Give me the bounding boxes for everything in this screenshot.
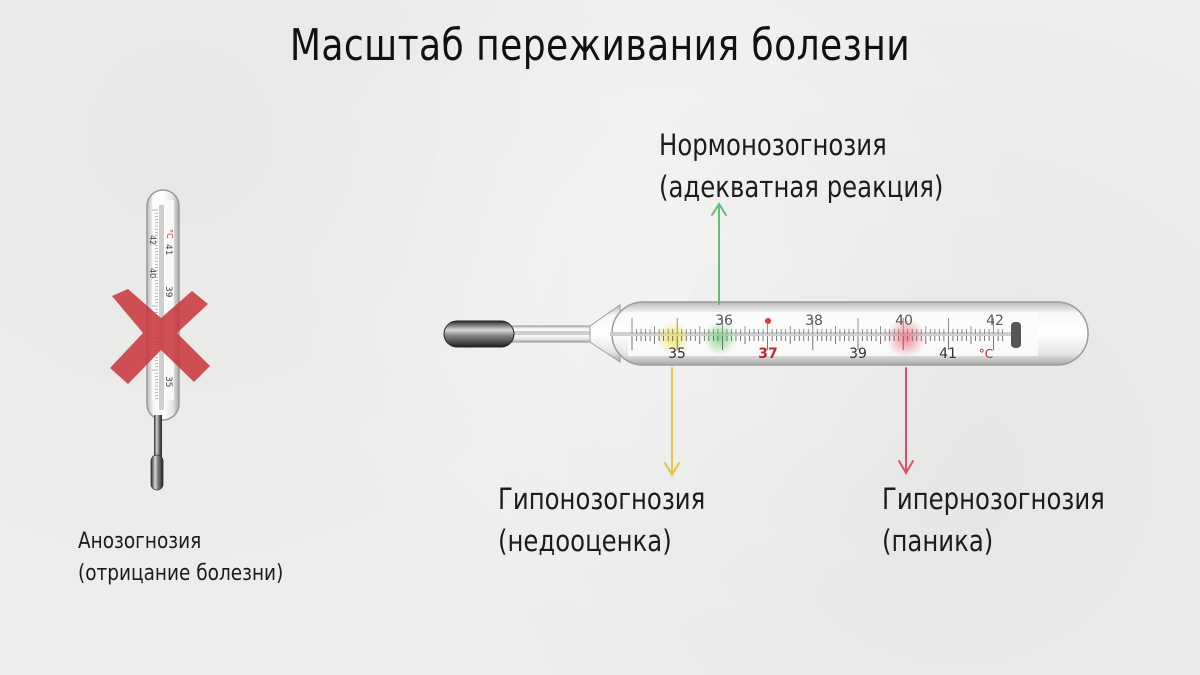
glow-green [703,321,737,355]
label-hypernosognosia-desc: (паника) [882,524,994,558]
label-hyponosognosia: Гипонозогнозия (недооценка) [498,478,705,562]
scale-num-37: 37 [758,346,777,362]
label-normonosognosia-desc: (адекватная реакция) [659,170,944,204]
arrow-normal [711,202,727,305]
page-title: Масштаб переживания болезни [289,20,911,71]
label-hyponosognosia-name: Гипонозогнозия [498,482,706,516]
scale-num-39: 39 [849,346,867,362]
scale-num-38: 38 [805,313,823,329]
label-normonosognosia-name: Нормонозогнозия [659,128,887,162]
small-therm-num-35: 35 [163,376,173,387]
scale-num-42: 42 [986,313,1004,329]
scale-num-35: 35 [668,346,686,362]
scale-num-36: 36 [715,313,733,329]
arrow-hypo [664,367,680,477]
label-hypernosognosia: Гипернозогнозия (паника) [882,478,1105,562]
scale-num-41: 41 [939,346,957,362]
label-hyponosognosia-desc: (недооценка) [498,524,672,558]
label-anosognosia-desc: (отрицание болезни) [78,561,284,586]
scale-unit: °C [979,347,993,361]
glow-red [886,318,926,358]
small-therm-num-40: 40 [148,268,157,278]
scale-num-40: 40 [895,313,913,329]
label-hypernosognosia-name: Гипернозогнозия [882,482,1105,516]
label-anosognosia-name: Анозогнозия [78,529,202,554]
small-therm-unit: °C [165,229,174,239]
arrow-hyper [898,367,914,475]
small-therm-num-42: 42 [148,235,157,245]
main-thermometer: 36 38 40 42 35 37 39 41 °C [443,301,1089,366]
small-therm-num-41: 41 [163,244,173,255]
label-anosognosia: Анозогнозия (отрицание болезни) [78,526,283,590]
label-normonosognosia: Нормонозогнозия (адекватная реакция) [659,124,943,208]
small-therm-num-39: 39 [163,286,173,298]
cross-mark [110,289,210,384]
